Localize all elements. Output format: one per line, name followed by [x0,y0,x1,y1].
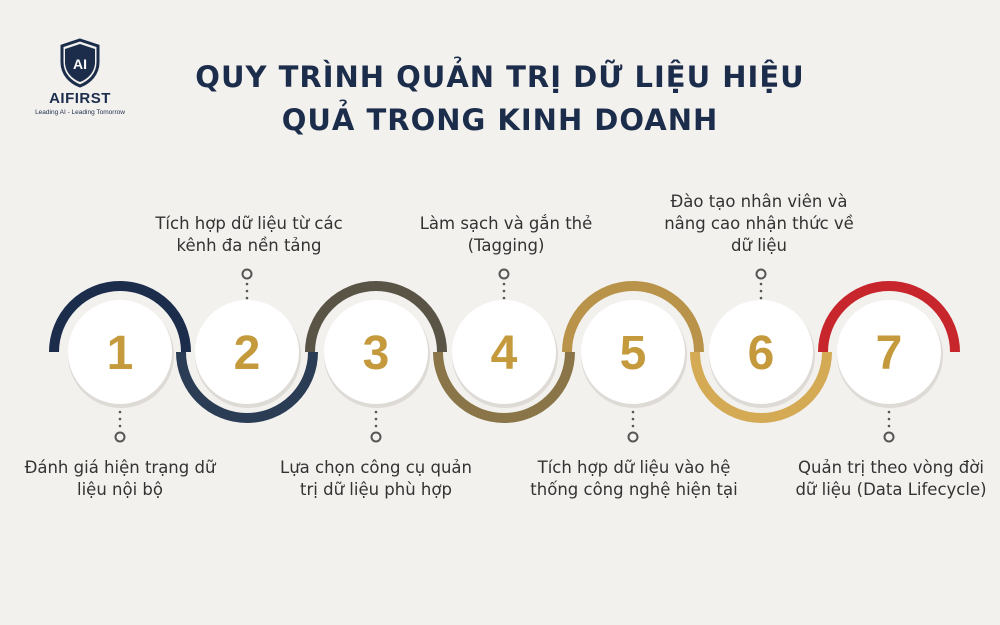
step-6-number: 6 [748,327,775,380]
step-5: 5 [562,281,704,408]
step-6-arc [690,351,832,423]
brand-name: AIFIRST [49,90,111,107]
step-3-connector [370,410,382,443]
step-4-connector [498,268,510,300]
page-title-line-2: QUẢ TRONG KINH DOANH [281,103,719,137]
step-6-connector [755,268,767,300]
step-7: 7 [818,281,960,408]
page-title: QUY TRÌNH QUẢN TRỊ DỮ LIỆU HIỆU QUẢ TRON… [150,56,850,142]
step-7-arc [818,281,960,353]
step-1: 1 [49,281,191,408]
step-3-arc [305,281,447,353]
step-4-disc [452,300,556,404]
page-title-line-1: QUY TRÌNH QUẢN TRỊ DỮ LIỆU HIỆU [195,60,805,94]
shield-logo-icon: AI [60,38,100,88]
step-6-disc [709,300,813,404]
step-label-2: Tích hợp dữ liệu từ các kênh đa nền tảng [155,214,343,255]
step-2-connector [241,268,253,300]
step-3-disc [324,300,428,404]
step-5-arc [562,281,704,353]
step-4-number: 4 [491,327,518,380]
step-label-3: Lựa chọn công cụ quản trị dữ liệu phù hợ… [280,458,472,499]
step-7-disc [837,300,941,404]
brand-logo: AI AIFIRST Leading AI - Leading Tomorrow [30,38,130,116]
step-3-number: 3 [363,327,390,380]
step-1-disc [68,300,172,404]
step-5-disc [581,300,685,404]
step-1-connector [114,410,126,443]
step-7-number: 7 [876,327,903,380]
step-5-number: 5 [620,327,647,380]
step-label-6: Đào tạo nhân viên và nâng cao nhận thức … [664,192,854,255]
step-2-arc [176,351,318,423]
step-1-arc [49,281,191,353]
step-3: 3 [305,281,447,408]
step-5-connector [627,410,639,443]
step-2-disc [195,300,299,404]
step-1-number: 1 [107,327,134,380]
step-label-5: Tích hợp dữ liệu vào hệ thống công nghệ … [530,458,738,499]
step-6: 6 [690,300,832,423]
step-label-4: Làm sạch và gắn thẻ (Tagging) [419,214,593,255]
step-4: 4 [433,300,575,423]
step-7-connector [883,410,895,443]
brand-tagline: Leading AI - Leading Tomorrow [35,109,125,116]
step-2-number: 2 [234,327,261,380]
step-label-1: Đánh giá hiện trạng dữ liệu nội bộ [24,458,216,499]
step-2: 2 [176,300,318,423]
step-label-7: Quản trị theo vòng đời dữ liệu (Data Lif… [795,458,987,499]
step-4-arc [433,351,575,423]
logo-mark-text: AI [73,56,87,72]
